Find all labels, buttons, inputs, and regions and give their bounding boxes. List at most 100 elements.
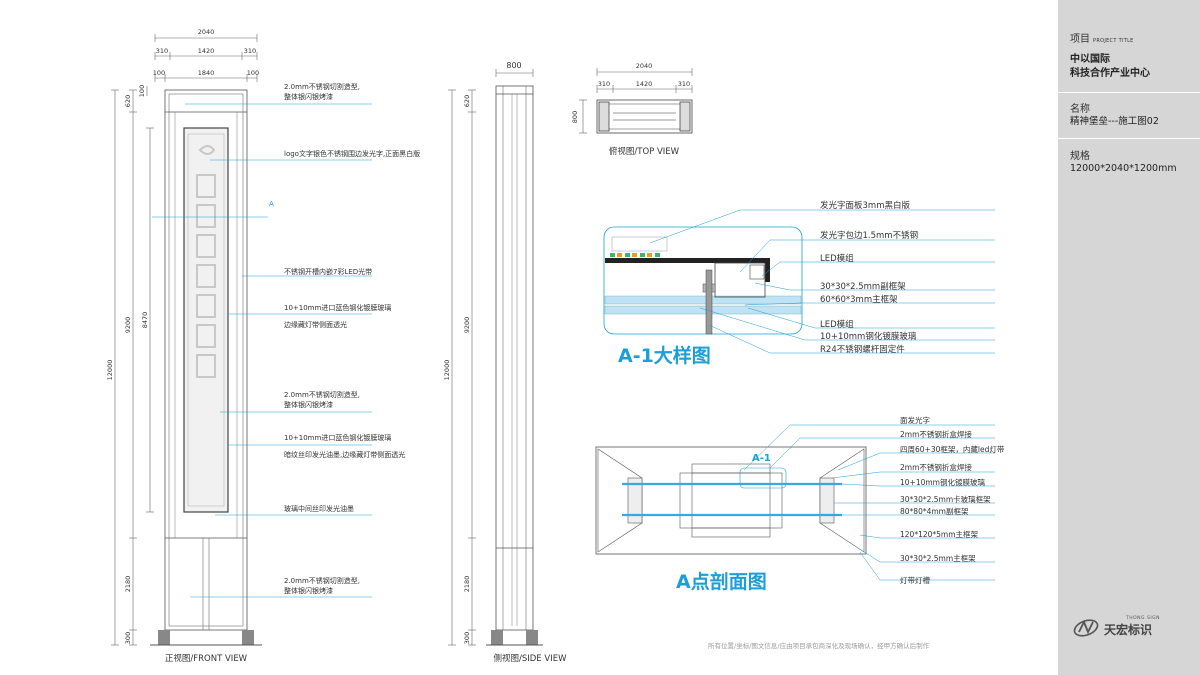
top-dim-seg-c: 310 [678, 80, 690, 88]
front-dim-lower: 2180 [124, 576, 132, 593]
front-note-7: 10+10mm进口蓝色钢化镀膜玻璃 [284, 433, 391, 442]
spec-value: 12000*2040*1200mm [1070, 163, 1177, 174]
front-callout-a-marker: A [269, 200, 274, 208]
sec-label-9: 30*30*2.5mm主框架 [900, 553, 976, 563]
name-value: 精神堡垒---施工图02 [1070, 116, 1159, 127]
a1-label-4: 30*30*2.5mm副框架 [820, 281, 906, 292]
front-note-1b: 整体银闪银烤漆 [284, 92, 333, 101]
front-dim-seg-b: 1420 [198, 47, 215, 55]
front-note-8: 暗纹丝印发光油墨,边缘藏灯带侧面透光 [284, 450, 405, 459]
front-left-dimensions [111, 86, 154, 646]
top-view-title: 俯视图/TOP VIEW [609, 146, 680, 157]
detail-a1-leaders [649, 209, 995, 354]
front-top-dimensions [154, 34, 258, 82]
side-base-feet [486, 630, 543, 646]
front-note-9: 玻璃中间丝印发光油墨 [284, 504, 354, 513]
front-note-10b: 整体银闪银烤漆 [284, 586, 333, 595]
a1-label-5: 60*60*3mm主框架 [820, 294, 898, 305]
detail-a1-frame [603, 226, 803, 335]
footer-disclaimer: 所有位置/坐标/图文信息/应由项目承包商深化及现场确认，经甲方确认后制作 [708, 642, 930, 650]
top-dim-seg-b: 1420 [636, 80, 653, 88]
front-tower-body [164, 89, 248, 631]
front-note-5: 边缘藏灯带侧面透光 [284, 320, 347, 329]
section-a-leaders [743, 424, 995, 581]
sec-label-8: 120*120*5mm主框架 [900, 529, 979, 539]
side-tower-body [495, 85, 534, 631]
project-name-line2: 科技合作产业中心 [1070, 68, 1150, 79]
front-dim-inner-a: 100 [153, 69, 165, 77]
front-dim-panel: 8470 [141, 312, 149, 329]
construction-drawing: 2040 310 1420 310 100 1840 100 12000 100… [106, 28, 1005, 664]
front-dim-seg-a: 310 [156, 47, 168, 55]
logo-mark-icon: THONG SIGN 天宏标识 [1073, 615, 1160, 637]
sidebar-divider [1058, 92, 1200, 93]
sec-label-1: 面发光字 [900, 415, 930, 425]
front-note-6b: 整体银闪银烤漆 [284, 400, 333, 409]
section-a-frame [595, 446, 867, 555]
sec-label-3: 四周60+30框架，内藏led灯带 [900, 444, 1005, 454]
front-dim-base: 300 [124, 632, 132, 644]
side-dim-main: 9200 [463, 317, 471, 334]
a1-label-1: 发光字面板3mm黑白版 [820, 200, 910, 211]
project-name-line1: 中以国际 [1070, 54, 1110, 65]
a1-label-2: 发光字包边1.5mm不锈钢 [820, 230, 918, 241]
sidebar-divider [1058, 138, 1200, 139]
side-dim-upper: 620 [463, 95, 471, 107]
front-dim-overall: 2040 [198, 28, 215, 36]
sec-label-4: 2mm不锈钢折盒焊接 [900, 462, 972, 472]
front-view: 2040 310 1420 310 100 1840 100 12000 100… [106, 28, 420, 664]
spec-block: 规格 12000*2040*1200mm [1070, 147, 1192, 176]
a1-label-7: 10+10mm钢化镀膜玻璃 [820, 331, 917, 342]
front-dim-total: 12000 [106, 360, 114, 381]
a1-label-8: R24不锈钢螺杆固定件 [820, 344, 905, 355]
side-dim-lower: 2180 [463, 576, 471, 593]
top-dim-seg-a: 310 [598, 80, 610, 88]
spec-label: 规格 [1070, 151, 1090, 162]
front-vertical-logo-text [196, 145, 216, 378]
project-label: 项目 [1070, 34, 1090, 45]
a1-label-6: LED模组 [820, 319, 854, 330]
section-a-marker: A-1 [752, 453, 771, 464]
section-a: A-1 面发光字 2mm不锈钢折盒焊接 四周60+30框架，内藏led灯带 2m… [595, 415, 1005, 593]
detail-a1-drawing [604, 236, 802, 335]
top-view-shape [596, 99, 693, 134]
front-note-10a: 2.0mm不锈钢切割造型, [284, 576, 360, 585]
logo-text: 天宏标识 [1104, 622, 1152, 637]
section-a-drawing [597, 448, 865, 553]
project-label-en: PROJECT TITLE [1093, 38, 1134, 44]
name-label: 名称 [1070, 104, 1090, 115]
side-dim-width: 800 [506, 61, 521, 70]
front-note-2: logo文字银色不锈钢围边发光字,正面黑白版 [284, 149, 420, 158]
front-dim-inner-b: 1840 [198, 69, 215, 77]
sec-label-5: 10+10mm钢化镀膜玻璃 [900, 477, 985, 487]
front-note-6a: 2.0mm不锈钢切割造型, [284, 390, 360, 399]
side-dim-base: 300 [463, 632, 471, 644]
front-annotation-leaders [185, 103, 372, 598]
sec-label-6: 30*30*2.5mm卡玻璃框架 [900, 494, 991, 504]
front-view-title: 正视图/FRONT VIEW [165, 653, 248, 664]
section-a-glass [622, 482, 842, 517]
detail-a1-title: A-1大样图 [618, 344, 711, 367]
side-view: 800 12000 620 9200 2180 300 侧视图/SIDE VIE… [443, 61, 567, 664]
side-view-title: 侧视图/SIDE VIEW [494, 653, 568, 664]
front-dim-seg-c: 310 [244, 47, 256, 55]
company-logo: THONG SIGN 天宏标识 [1072, 612, 1192, 642]
front-glass-panel [183, 127, 229, 513]
name-block: 名称 精神堡垒---施工图02 [1070, 100, 1192, 129]
a1-label-3: LED模组 [820, 253, 854, 264]
detail-a1: 发光字面板3mm黑白版 发光字包边1.5mm不锈钢 LED模组 30*30*2.… [603, 200, 995, 367]
section-a-title: A点剖面图 [676, 570, 767, 593]
front-base-feet [150, 630, 262, 646]
sec-label-2: 2mm不锈钢折盒焊接 [900, 429, 972, 439]
front-note-4: 10+10mm进口蓝色钢化镀膜玻璃 [284, 303, 391, 312]
sec-label-7: 80*80*4mm副框架 [900, 506, 969, 516]
logo-small-text: THONG SIGN [1125, 615, 1160, 621]
front-dim-inner-c: 100 [247, 69, 259, 77]
side-dim-total: 12000 [443, 360, 451, 381]
sec-label-10: 灯带灯槽 [900, 575, 930, 585]
front-note-3: 不锈钢开槽内嵌7彩LED光带 [284, 267, 372, 276]
top-view: 2040 310 1420 310 800 俯视图/TOP VIEW [571, 62, 693, 157]
front-dim-main: 9200 [124, 317, 132, 334]
